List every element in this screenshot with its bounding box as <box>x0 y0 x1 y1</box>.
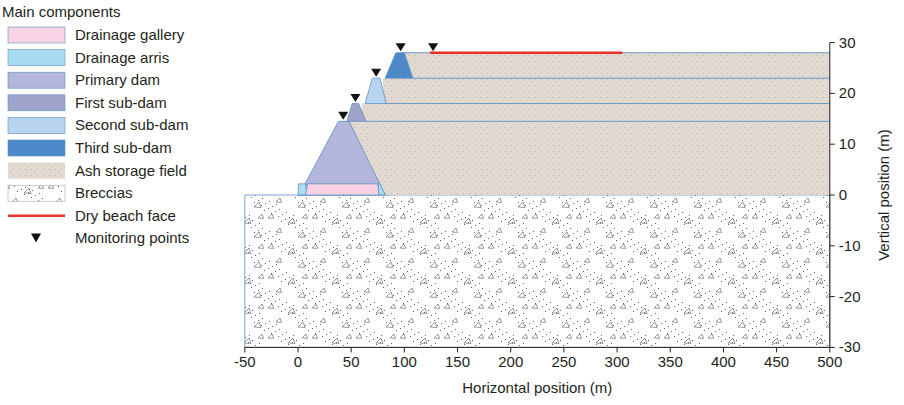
monitoring-point <box>371 69 381 77</box>
tick-label: -30 <box>839 339 861 356</box>
axis-tick <box>830 296 835 297</box>
axis-tick <box>830 245 835 246</box>
legend-text: Monitoring points <box>75 230 189 247</box>
legend-swatch <box>8 27 65 43</box>
legend-text: Ash storage field <box>75 162 187 179</box>
legend-text: Breccias <box>75 185 133 202</box>
legend-text: Drainage arris <box>75 49 169 66</box>
legend-swatch <box>8 185 65 201</box>
tick-label: 150 <box>445 354 470 371</box>
tick-label: 50 <box>343 354 360 371</box>
axis-tick <box>830 144 835 145</box>
tick-label: 0 <box>294 354 302 371</box>
tick-label: 200 <box>498 354 523 371</box>
axis-tick <box>830 42 835 43</box>
layer-line <box>366 121 830 122</box>
layer-line <box>413 78 830 79</box>
tick-label: 350 <box>658 354 683 371</box>
axis-title: Horizontal position (m) <box>462 380 612 397</box>
legend-swatch <box>8 95 65 111</box>
monitoring-point <box>428 43 438 51</box>
legend-swatch <box>8 215 65 218</box>
axis-tick <box>830 347 835 348</box>
axis-tick <box>776 347 777 352</box>
legend-text: Primary dam <box>75 72 160 89</box>
second-sub-dam <box>365 78 386 103</box>
dry-beach-face <box>430 52 623 55</box>
tick-label: 30 <box>839 34 856 51</box>
tick-label: 100 <box>392 354 417 371</box>
drainage-gallery <box>305 184 378 195</box>
tick-label: -50 <box>234 354 256 371</box>
tick-label: 300 <box>605 354 630 371</box>
tick-label: 20 <box>839 85 856 102</box>
legend-swatch <box>8 72 65 88</box>
tick-label: 0 <box>839 187 847 204</box>
legend-swatch <box>8 140 65 156</box>
ash-storage-field <box>346 53 830 195</box>
legend-swatch <box>31 233 41 242</box>
monitoring-point <box>338 112 348 120</box>
axis-tick <box>830 93 835 94</box>
legend-swatch <box>8 163 65 179</box>
legend-swatch <box>8 117 65 133</box>
tick-label: 10 <box>839 136 856 153</box>
first-sub-dam <box>347 104 366 122</box>
breccias-layer <box>245 195 830 347</box>
tick-label: 400 <box>711 354 736 371</box>
axis-tick <box>830 195 835 196</box>
legend-text: Dry beach face <box>75 208 176 225</box>
legend-text: Third sub-dam <box>75 140 172 157</box>
legend-text: Second sub-dam <box>75 117 188 134</box>
monitoring-point <box>350 94 360 102</box>
primary-dam <box>299 121 385 195</box>
axis-tick <box>670 347 671 352</box>
legend-text: First sub-dam <box>75 95 167 112</box>
axis-tick <box>244 347 245 352</box>
axis-tick <box>298 347 299 352</box>
axis-tick <box>829 347 830 352</box>
tick-label: -20 <box>839 288 861 305</box>
axis-tick <box>510 347 511 352</box>
legend-title: Main components <box>2 4 120 21</box>
monitoring-point <box>396 43 406 51</box>
axis-tick <box>723 347 724 352</box>
axis-tick <box>351 347 352 352</box>
axis-tick <box>457 347 458 352</box>
legend-text: Drainage gallery <box>75 27 184 44</box>
axis-tick <box>617 347 618 352</box>
axis-title: Vertical position (m) <box>876 129 893 261</box>
axis-tick <box>404 347 405 352</box>
axis-line <box>245 43 830 348</box>
layer-line <box>404 52 829 53</box>
tick-label: -10 <box>839 238 861 255</box>
tick-label: 500 <box>817 354 842 371</box>
layer-line <box>386 103 830 104</box>
third-sub-dam <box>385 53 413 78</box>
tick-label: 450 <box>764 354 789 371</box>
axis-tick <box>563 347 564 352</box>
tick-label: 250 <box>551 354 576 371</box>
legend-swatch <box>8 50 65 66</box>
